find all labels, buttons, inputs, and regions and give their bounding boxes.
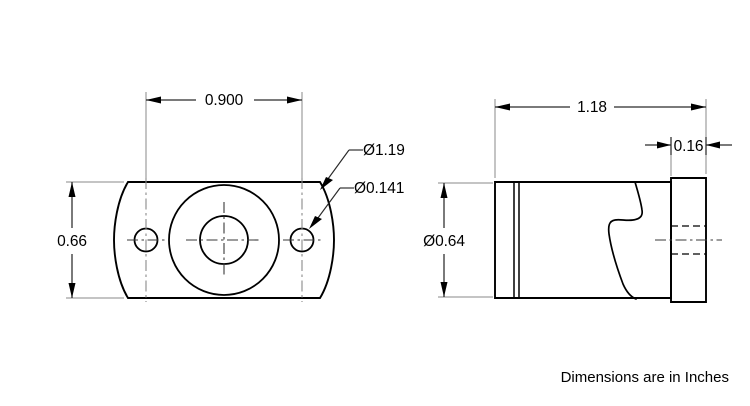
callout-bore-arrow: [320, 177, 333, 190]
front-view-plate-outline: [113, 181, 335, 299]
dim-height-arrow-bottom: [68, 283, 76, 298]
dim-width-arrow-right: [287, 96, 302, 104]
dim-length-arrow-right: [691, 103, 706, 111]
side-view-break-line: [607, 181, 644, 300]
callout-hole-leader: [314, 187, 341, 223]
dim-height-label: 0.66: [57, 233, 87, 250]
units-note: Dimensions are in Inches: [561, 369, 729, 386]
dim-diameter-arrow-bottom: [440, 282, 448, 297]
dim-flange-arrow-left: [657, 141, 671, 149]
dim-length-arrow-left: [495, 103, 510, 111]
dim-width-arrow-left: [146, 96, 161, 104]
dim-height-arrow-top: [68, 182, 76, 197]
dim-length-label: 1.18: [577, 99, 607, 116]
callout-bore-label: Ø1.19: [363, 142, 405, 159]
side-view-body-outline: [494, 181, 672, 299]
callout-hole-arrow: [309, 216, 322, 229]
dim-flange-label: 0.16: [674, 138, 704, 155]
dim-width-label: 0.900: [205, 92, 244, 109]
callout-hole-label: Ø0.141: [354, 180, 404, 197]
side-view: 1.18 0.16 Ø0.64: [423, 99, 732, 303]
front-view: 0.900 0.66 Ø1.19 Ø0.141: [57, 92, 405, 302]
dim-diameter-arrow-top: [440, 183, 448, 198]
dim-diameter-label: Ø0.64: [423, 233, 465, 250]
front-view-bore-circle: [168, 184, 280, 296]
callout-bore-leader: [324, 149, 350, 184]
side-view-flange-outline: [670, 177, 707, 303]
dim-flange-arrow-right: [706, 141, 720, 149]
